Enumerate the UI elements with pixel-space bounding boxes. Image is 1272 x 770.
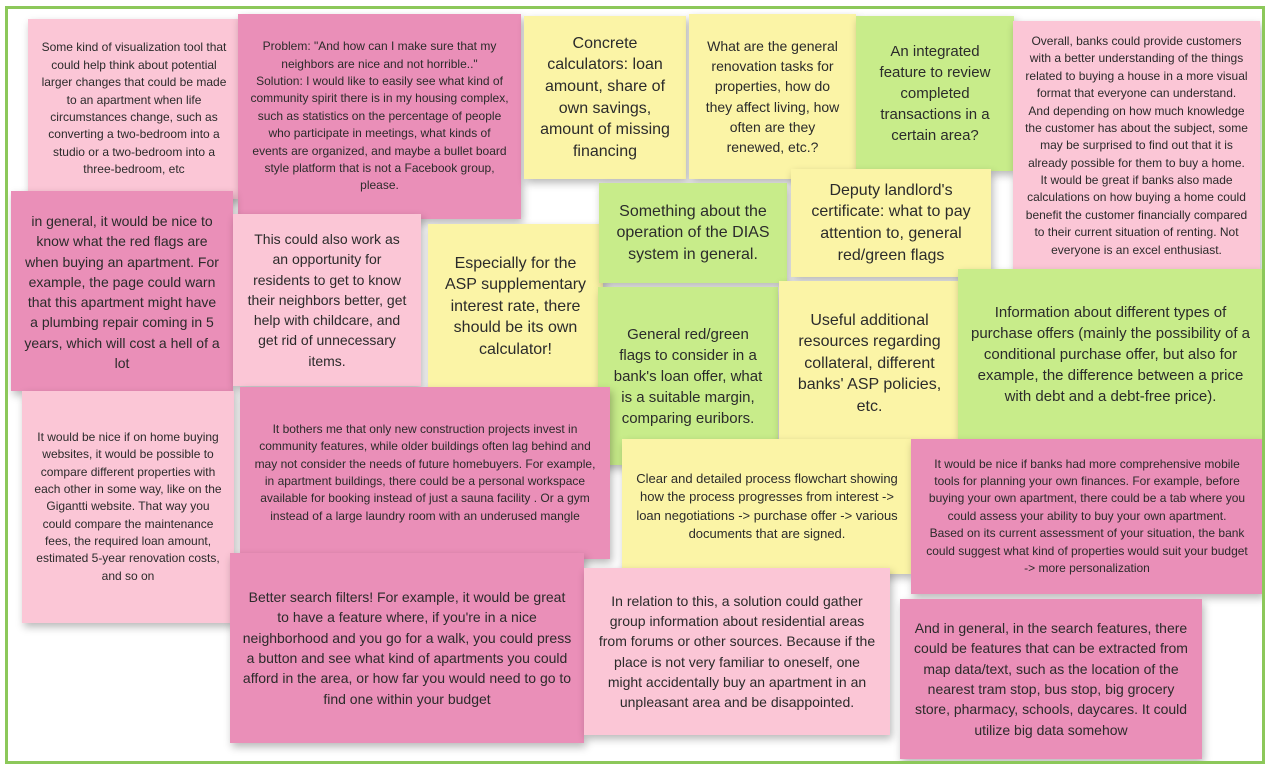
sticky-note-banks-visual-format[interactable]: Overall, banks could provide customers w…	[1013, 21, 1260, 271]
sticky-note-text: Problem: "And how can I make sure that m…	[250, 39, 509, 193]
sticky-note-text: Better search filters! For example, it w…	[242, 589, 572, 707]
sticky-note-text: Some kind of visualization tool that cou…	[41, 40, 227, 177]
sticky-note-process-flowchart[interactable]: Clear and detailed process flowchart sho…	[622, 439, 912, 574]
sticky-note-deputy-landlord[interactable]: Deputy landlord's certificate: what to p…	[791, 169, 991, 277]
sticky-note-visualization-tool[interactable]: Some kind of visualization tool that cou…	[28, 19, 240, 199]
sticky-note-red-flags[interactable]: in general, it would be nice to know wha…	[11, 191, 233, 391]
sticky-note-text: Deputy landlord's certificate: what to p…	[811, 181, 971, 264]
sticky-note-text: Something about the operation of the DIA…	[616, 202, 770, 263]
sticky-note-dias-system[interactable]: Something about the operation of the DIA…	[599, 183, 787, 283]
sticky-note-community-features[interactable]: It bothers me that only new construction…	[240, 387, 610, 559]
sticky-note-text: This could also work as an opportunity f…	[247, 230, 407, 369]
sticky-note-text: In relation to this, a solution could ga…	[598, 592, 876, 711]
sticky-note-community-spirit[interactable]: Problem: "And how can I make sure that m…	[238, 14, 521, 219]
sticky-note-completed-transactions[interactable]: An integrated feature to review complete…	[856, 16, 1014, 171]
sticky-note-search-filters[interactable]: Better search filters! For example, it w…	[230, 553, 584, 743]
sticky-note-text: Information about different types of pur…	[970, 303, 1251, 405]
sticky-note-text: It would be nice if on home buying websi…	[34, 429, 222, 583]
sticky-note-text: And in general, in the search features, …	[914, 620, 1188, 738]
sticky-note-renovation-tasks[interactable]: What are the general renovation tasks fo…	[689, 14, 856, 179]
sticky-note-text: in general, it would be nice to know wha…	[24, 213, 220, 372]
sticky-note-text: Clear and detailed process flowchart sho…	[636, 470, 898, 541]
sticky-note-additional-resources[interactable]: Useful additional resources regarding co…	[779, 281, 960, 446]
sticky-note-text: Useful additional resources regarding co…	[797, 311, 942, 415]
sticky-note-text: Overall, banks could provide customers w…	[1025, 33, 1248, 257]
sticky-note-text: Especially for the ASP supplementary int…	[444, 254, 587, 358]
sticky-note-text: Concrete calculators: loan amount, share…	[540, 34, 670, 160]
sticky-note-concrete-calculators[interactable]: Concrete calculators: loan amount, share…	[524, 16, 686, 179]
sticky-note-compare-properties[interactable]: It would be nice if on home buying websi…	[22, 391, 234, 623]
sticky-note-board: Some kind of visualization tool that cou…	[5, 6, 1265, 764]
sticky-note-map-data-features[interactable]: And in general, in the search features, …	[900, 599, 1202, 759]
sticky-note-text: It would be nice if banks had more compr…	[926, 456, 1248, 575]
sticky-note-asp-calculator[interactable]: Especially for the ASP supplementary int…	[428, 224, 603, 389]
sticky-note-text: What are the general renovation tasks fo…	[705, 37, 840, 156]
sticky-note-mobile-finance-tools[interactable]: It would be nice if banks had more compr…	[911, 439, 1262, 594]
sticky-note-text: An integrated feature to review complete…	[879, 43, 991, 144]
sticky-note-neighbors-opportunity[interactable]: This could also work as an opportunity f…	[233, 214, 421, 386]
sticky-note-residential-areas[interactable]: In relation to this, a solution could ga…	[584, 568, 890, 735]
sticky-note-loan-offer-flags[interactable]: General red/green flags to consider in a…	[598, 287, 778, 465]
sticky-note-purchase-offers[interactable]: Information about different types of pur…	[958, 269, 1262, 439]
sticky-note-text: It bothers me that only new construction…	[254, 421, 596, 523]
sticky-note-text: General red/green flags to consider in a…	[613, 325, 763, 427]
